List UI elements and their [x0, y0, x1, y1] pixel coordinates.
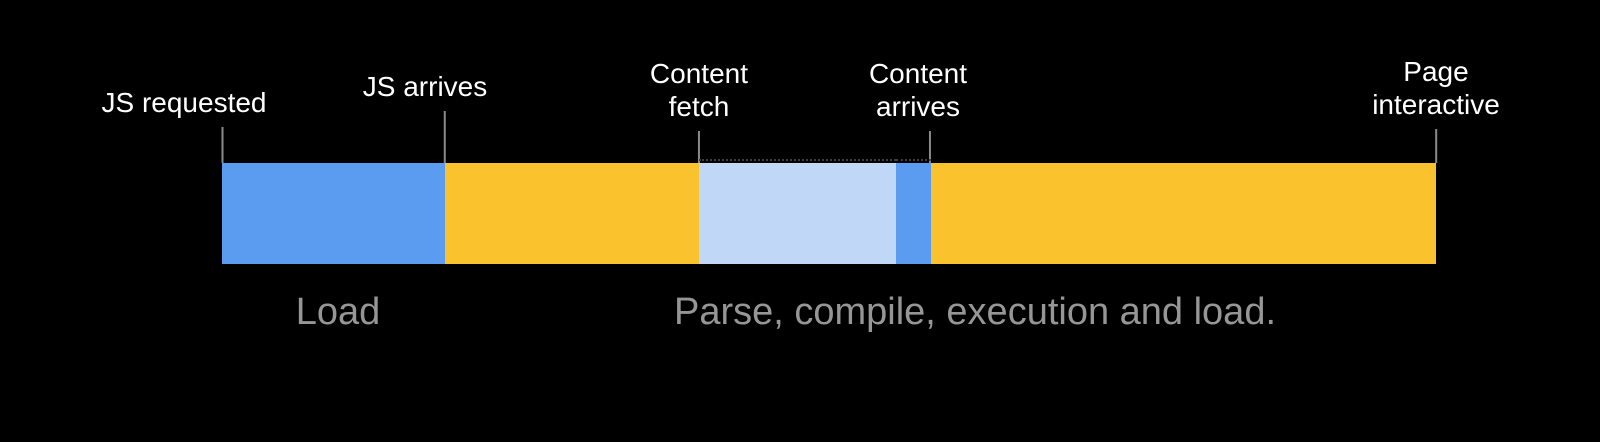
segment-content-arrives-gap — [896, 159, 931, 264]
milestone-tick — [928, 131, 931, 163]
timeline-bar — [222, 159, 1436, 264]
caption-load: Load — [295, 291, 381, 333]
milestone-label: Page interactive — [1372, 56, 1500, 120]
segment-content-fetch — [698, 159, 897, 264]
milestone-js-arrives: JS arrives — [363, 70, 507, 163]
milestone-page-interactive: Page interactive — [1372, 55, 1500, 163]
segment-parse-compile — [445, 163, 699, 264]
milestone-tick — [221, 127, 223, 163]
milestone-content-fetch: Content fetch — [650, 57, 748, 163]
milestone-content-arrives: Content arrives — [869, 57, 979, 163]
milestone-tick — [697, 131, 700, 163]
milestone-js-requested: JS requested — [102, 86, 305, 163]
milestone-label: Content fetch — [649, 58, 749, 122]
segment-execute-load — [930, 163, 1436, 264]
milestone-label: Content arrives — [868, 58, 968, 122]
milestone-tick — [444, 111, 446, 163]
milestone-label: JS requested — [101, 87, 267, 118]
segment-load — [222, 163, 445, 264]
milestone-tick — [1435, 129, 1437, 163]
milestone-label: JS arrives — [362, 71, 488, 102]
caption-parse-compile-execution-load: Parse, compile, execution and load. — [673, 291, 1277, 333]
